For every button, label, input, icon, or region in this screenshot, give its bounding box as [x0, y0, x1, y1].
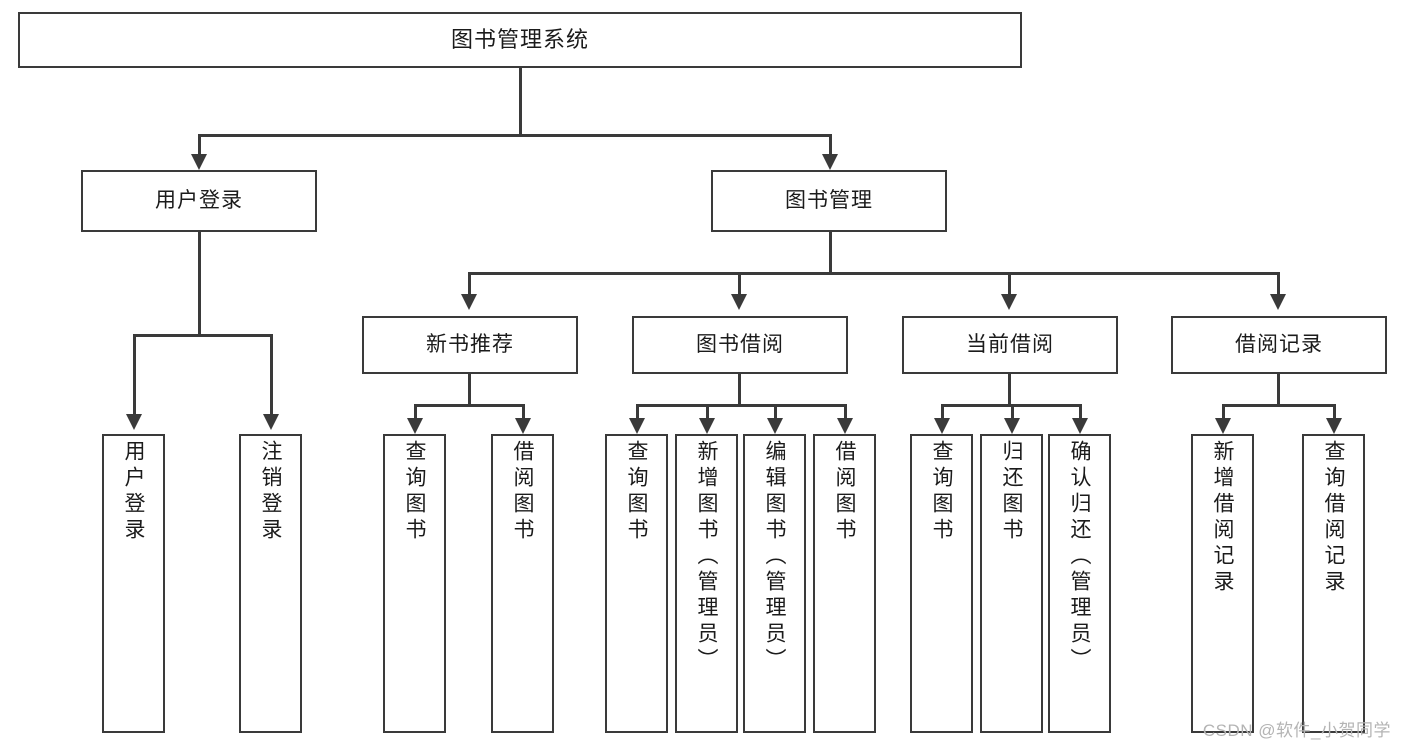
node-book-borrow[interactable]: 图书借阅 [632, 316, 848, 374]
arrowhead-bb-leaf-1 [699, 418, 715, 434]
node-label: 查询图书 [403, 440, 426, 544]
node-label: 编辑图书（管理员） [763, 440, 786, 674]
arrowhead-cb-leaf-1 [1004, 418, 1020, 434]
arrowhead-leaf-logout [263, 414, 279, 430]
connector-bm-to-new-book [468, 272, 471, 298]
connector-user-login-trunk [198, 232, 201, 336]
connector-nbr-to-leaf-0 [414, 404, 417, 422]
connector-user-login-to-leaf-1 [270, 334, 273, 418]
node-label: 归还图书 [1000, 440, 1023, 544]
connector-br-bus [1222, 404, 1335, 407]
leaf-logout[interactable]: 注销登录 [239, 434, 302, 733]
node-label: 新书推荐 [426, 333, 514, 357]
node-label: 当前借阅 [966, 333, 1054, 357]
arrowhead-book-borrow [731, 294, 747, 310]
connector-root-to-book-management [829, 134, 832, 158]
node-label: 借阅图书 [511, 440, 534, 544]
arrowhead-br-leaf-1 [1326, 418, 1342, 434]
arrowhead-nbr-leaf-0 [407, 418, 423, 434]
leaf-bb-edit-book-admin[interactable]: 编辑图书（管理员） [743, 434, 806, 733]
leaf-bb-add-book-admin[interactable]: 新增图书（管理员） [675, 434, 738, 733]
arrowhead-new-book-recommend [461, 294, 477, 310]
connector-br-trunk [1277, 374, 1280, 406]
node-label: 借阅记录 [1235, 333, 1323, 357]
connector-nbr-to-leaf-1 [522, 404, 525, 422]
arrowhead-cb-leaf-2 [1072, 418, 1088, 434]
node-label: 确认归还（管理员） [1068, 440, 1091, 674]
connector-book-management-bus [468, 272, 1280, 275]
node-book-management[interactable]: 图书管理 [711, 170, 947, 232]
connector-user-login-bus [133, 334, 270, 337]
arrowhead-current-borrow [1001, 294, 1017, 310]
connector-nbr-bus [414, 404, 524, 407]
arrowhead-cb-leaf-0 [934, 418, 950, 434]
leaf-br-add-record[interactable]: 新增借阅记录 [1191, 434, 1254, 733]
node-label: 用户登录 [155, 189, 243, 213]
leaf-cb-confirm-return-admin[interactable]: 确认归还（管理员） [1048, 434, 1111, 733]
connector-bm-to-borrow-record [1277, 272, 1280, 298]
node-new-book-recommend[interactable]: 新书推荐 [362, 316, 578, 374]
node-label: 注销登录 [259, 440, 282, 544]
connector-bb-bus [636, 404, 846, 407]
node-label: 图书管理 [785, 189, 873, 213]
arrowhead-borrow-record [1270, 294, 1286, 310]
node-label: 用户登录 [122, 440, 145, 544]
leaf-cb-query-books[interactable]: 查询图书 [910, 434, 973, 733]
arrowhead-bb-leaf-0 [629, 418, 645, 434]
arrowhead-nbr-leaf-1 [515, 418, 531, 434]
connector-bb-trunk [738, 374, 741, 406]
leaf-cb-return-books[interactable]: 归还图书 [980, 434, 1043, 733]
connector-bm-to-current-borrow [1008, 272, 1011, 298]
connector-user-login-to-leaf-0 [133, 334, 136, 418]
connector-bb-to-leaf-1 [706, 404, 709, 422]
connector-bb-to-leaf-2 [774, 404, 777, 422]
node-label: 查询借阅记录 [1322, 440, 1345, 596]
node-user-login[interactable]: 用户登录 [81, 170, 317, 232]
connector-bm-to-book-borrow [738, 272, 741, 298]
arrowhead-user-login [191, 154, 207, 170]
connector-root-to-user-login [198, 134, 201, 158]
leaf-user-login[interactable]: 用户登录 [102, 434, 165, 733]
connector-br-to-leaf-1 [1333, 404, 1336, 422]
node-label: 借阅图书 [833, 440, 856, 544]
connector-br-to-leaf-0 [1222, 404, 1225, 422]
connector-root-trunk [519, 68, 522, 136]
node-label: 新增图书（管理员） [695, 440, 718, 674]
leaf-bb-query-books[interactable]: 查询图书 [605, 434, 668, 733]
node-current-borrow[interactable]: 当前借阅 [902, 316, 1118, 374]
arrowhead-leaf-user-login [126, 414, 142, 430]
node-label: 新增借阅记录 [1211, 440, 1234, 596]
node-label: 查询图书 [625, 440, 648, 544]
connector-cb-to-leaf-0 [941, 404, 944, 422]
connector-nbr-trunk [468, 374, 471, 406]
arrowhead-book-management [822, 154, 838, 170]
node-label: 查询图书 [930, 440, 953, 544]
leaf-nbr-query-books[interactable]: 查询图书 [383, 434, 446, 733]
connector-root-bus [198, 134, 831, 137]
node-root-book-management-system[interactable]: 图书管理系统 [18, 12, 1022, 68]
leaf-bb-borrow-books[interactable]: 借阅图书 [813, 434, 876, 733]
arrowhead-bb-leaf-2 [767, 418, 783, 434]
leaf-br-query-record[interactable]: 查询借阅记录 [1302, 434, 1365, 733]
connector-bb-to-leaf-0 [636, 404, 639, 422]
connector-bb-to-leaf-3 [844, 404, 847, 422]
connector-book-management-trunk [829, 232, 832, 274]
connector-cb-trunk [1008, 374, 1011, 406]
node-borrow-record[interactable]: 借阅记录 [1171, 316, 1387, 374]
leaf-nbr-borrow-books[interactable]: 借阅图书 [491, 434, 554, 733]
node-label: 图书管理系统 [450, 27, 589, 53]
arrowhead-bb-leaf-3 [837, 418, 853, 434]
connector-cb-to-leaf-2 [1079, 404, 1082, 422]
node-label: 图书借阅 [696, 333, 784, 357]
arrowhead-br-leaf-0 [1215, 418, 1231, 434]
connector-cb-to-leaf-1 [1011, 404, 1014, 422]
